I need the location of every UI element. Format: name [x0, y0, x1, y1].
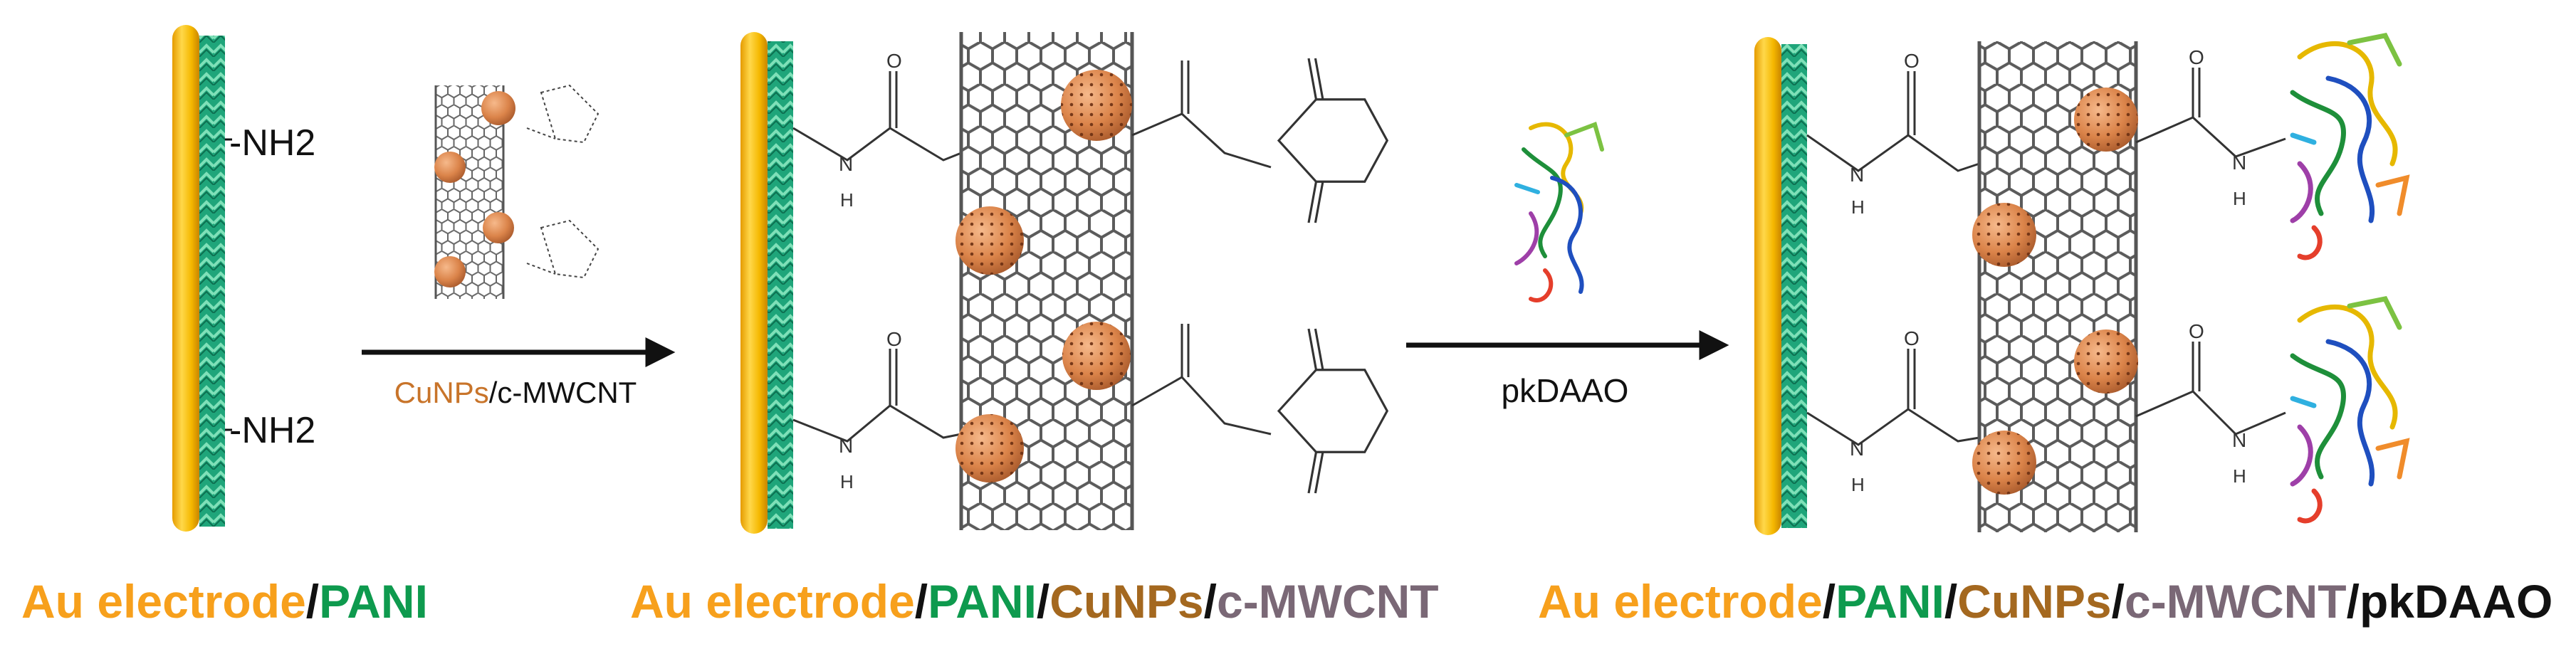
caption-cmwcnt: c-MWCNT [2125, 575, 2347, 628]
hydrogen-label: H [2233, 188, 2246, 209]
stage1-electrode [172, 25, 232, 532]
amide-linker-bottom-3 [1807, 349, 1979, 445]
stage3-electrode [1754, 37, 1807, 535]
oxygen-label: O [2189, 46, 2204, 68]
hydrogen-label: H [2233, 465, 2246, 487]
protein-icon [1517, 125, 1602, 300]
cunp-icon [434, 256, 466, 287]
stage3-caption: Au electrode/PANI/CuNPs/c-MWCNT/pkDAAO [1538, 578, 2553, 625]
stage1-caption: Au electrode/PANI [21, 578, 428, 625]
amine-label-top: -NH2 [229, 122, 315, 164]
nitrogen-label: N [1850, 164, 1864, 186]
oxygen-label: O [2189, 320, 2204, 342]
arrow1-label: CuNPs/c-MWCNT [394, 376, 637, 409]
caption-au-electrode: Au electrode [630, 575, 915, 628]
cnt-stage2 [955, 32, 1132, 530]
cunp-icon [481, 91, 515, 125]
nitrogen-label: N [2232, 429, 2246, 451]
hydrogen-label: H [1851, 474, 1865, 495]
oxygen-label: O [886, 328, 902, 350]
caption-au-electrode: Au electrode [1538, 575, 1823, 628]
caption-au-electrode: Au electrode [21, 575, 306, 628]
arrow2-label: pkDAAO [1502, 372, 1629, 409]
gold-electrode [740, 32, 768, 534]
pani-layer [768, 41, 793, 529]
amide-linker-top-3 [1807, 71, 1979, 171]
cunp-icon [434, 152, 466, 183]
gold-electrode [1754, 37, 1781, 535]
succinimide-ring [1279, 58, 1387, 223]
oxygen-label: O [1904, 327, 1920, 349]
gold-electrode [172, 25, 199, 532]
succinimide-ring [1279, 329, 1387, 493]
hydrogen-label: H [1851, 196, 1865, 218]
amide-enzyme-linker-top [2136, 68, 2286, 157]
arrow1-label-cmwcnt: c-MWCNT [497, 376, 637, 409]
caption-pani: PANI [928, 575, 1037, 628]
nitrogen-label: N [1850, 438, 1864, 460]
arrow1-label-cunps: CuNPs [394, 376, 489, 409]
stage2-electrode [740, 32, 793, 534]
pani-layer [1781, 44, 1807, 528]
pani-layer [199, 36, 225, 527]
amide-enzyme-linker-bottom [2136, 342, 2286, 434]
caption-pani: PANI [1836, 575, 1944, 628]
oxygen-label: O [1904, 50, 1920, 72]
oxygen-label: O [886, 50, 902, 72]
caption-cunps: CuNPs [1957, 575, 2111, 628]
enzyme-icon-bottom [2293, 299, 2407, 521]
cunp-icon [483, 212, 514, 243]
caption-cmwcnt: c-MWCNT [1217, 575, 1439, 628]
nhs-ester-top [1132, 60, 1271, 167]
stage2-caption: Au electrode/PANI/CuNPs/c-MWCNT [630, 578, 1439, 625]
nitrogen-label: N [839, 435, 853, 457]
nitrogen-label: N [2232, 152, 2246, 174]
caption-pkdaao: pkDAAO [2360, 575, 2553, 628]
hydrogen-label: H [840, 471, 854, 492]
hydrogen-label: H [840, 189, 854, 211]
caption-cunps: CuNPs [1049, 575, 1203, 628]
cnt-stage3 [1972, 41, 2138, 532]
amide-linker-bottom-2 [793, 349, 961, 441]
nitrogen-label: N [839, 153, 853, 175]
amine-label-bottom: -NH2 [229, 410, 315, 451]
caption-pani: PANI [319, 575, 428, 628]
enzyme-icon-top [2293, 36, 2407, 258]
nhs-ester-bottom [1132, 324, 1271, 434]
amide-linker-top-2 [793, 71, 961, 160]
cnt-inset [434, 85, 598, 299]
